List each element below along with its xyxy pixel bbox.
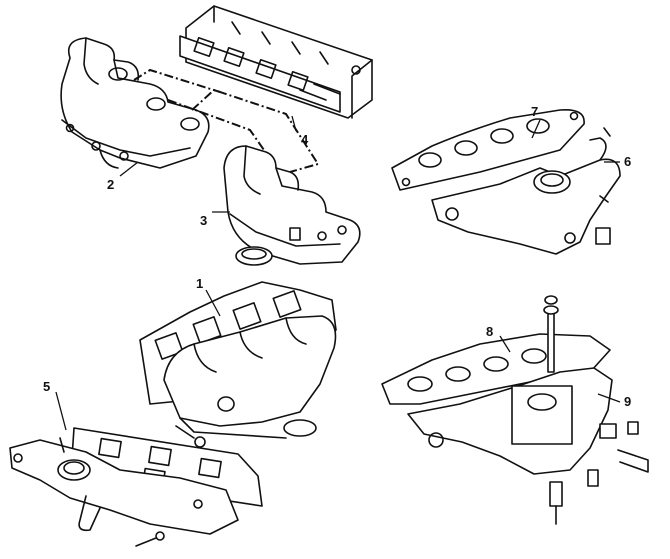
- callout-7: 7: [531, 104, 538, 119]
- exhaust-manifold-upper: [60, 37, 210, 169]
- callout-6: 6: [624, 154, 631, 169]
- manifold-with-gasket-right: [381, 295, 649, 525]
- callout-4: 4: [301, 132, 309, 147]
- callout-5: 5: [43, 379, 50, 394]
- callout-9: 9: [624, 394, 631, 409]
- callout-2: 2: [107, 177, 114, 192]
- assembly-line-2: [191, 88, 320, 173]
- cylinder-head-with-gasket: [179, 5, 373, 119]
- manifold-with-gasket-left: [9, 425, 263, 547]
- leader-lines: [55, 115, 621, 431]
- inlet-manifold-centre: [139, 281, 337, 439]
- assembly-line-1: [133, 68, 221, 93]
- callout-3: 3: [200, 213, 207, 228]
- assembly-line-3: [167, 99, 265, 151]
- callout-8: 8: [486, 324, 493, 339]
- inlet-manifold-right: [391, 108, 621, 255]
- callout-1: 1: [196, 276, 203, 291]
- exhaust-manifold-lower: [223, 145, 361, 266]
